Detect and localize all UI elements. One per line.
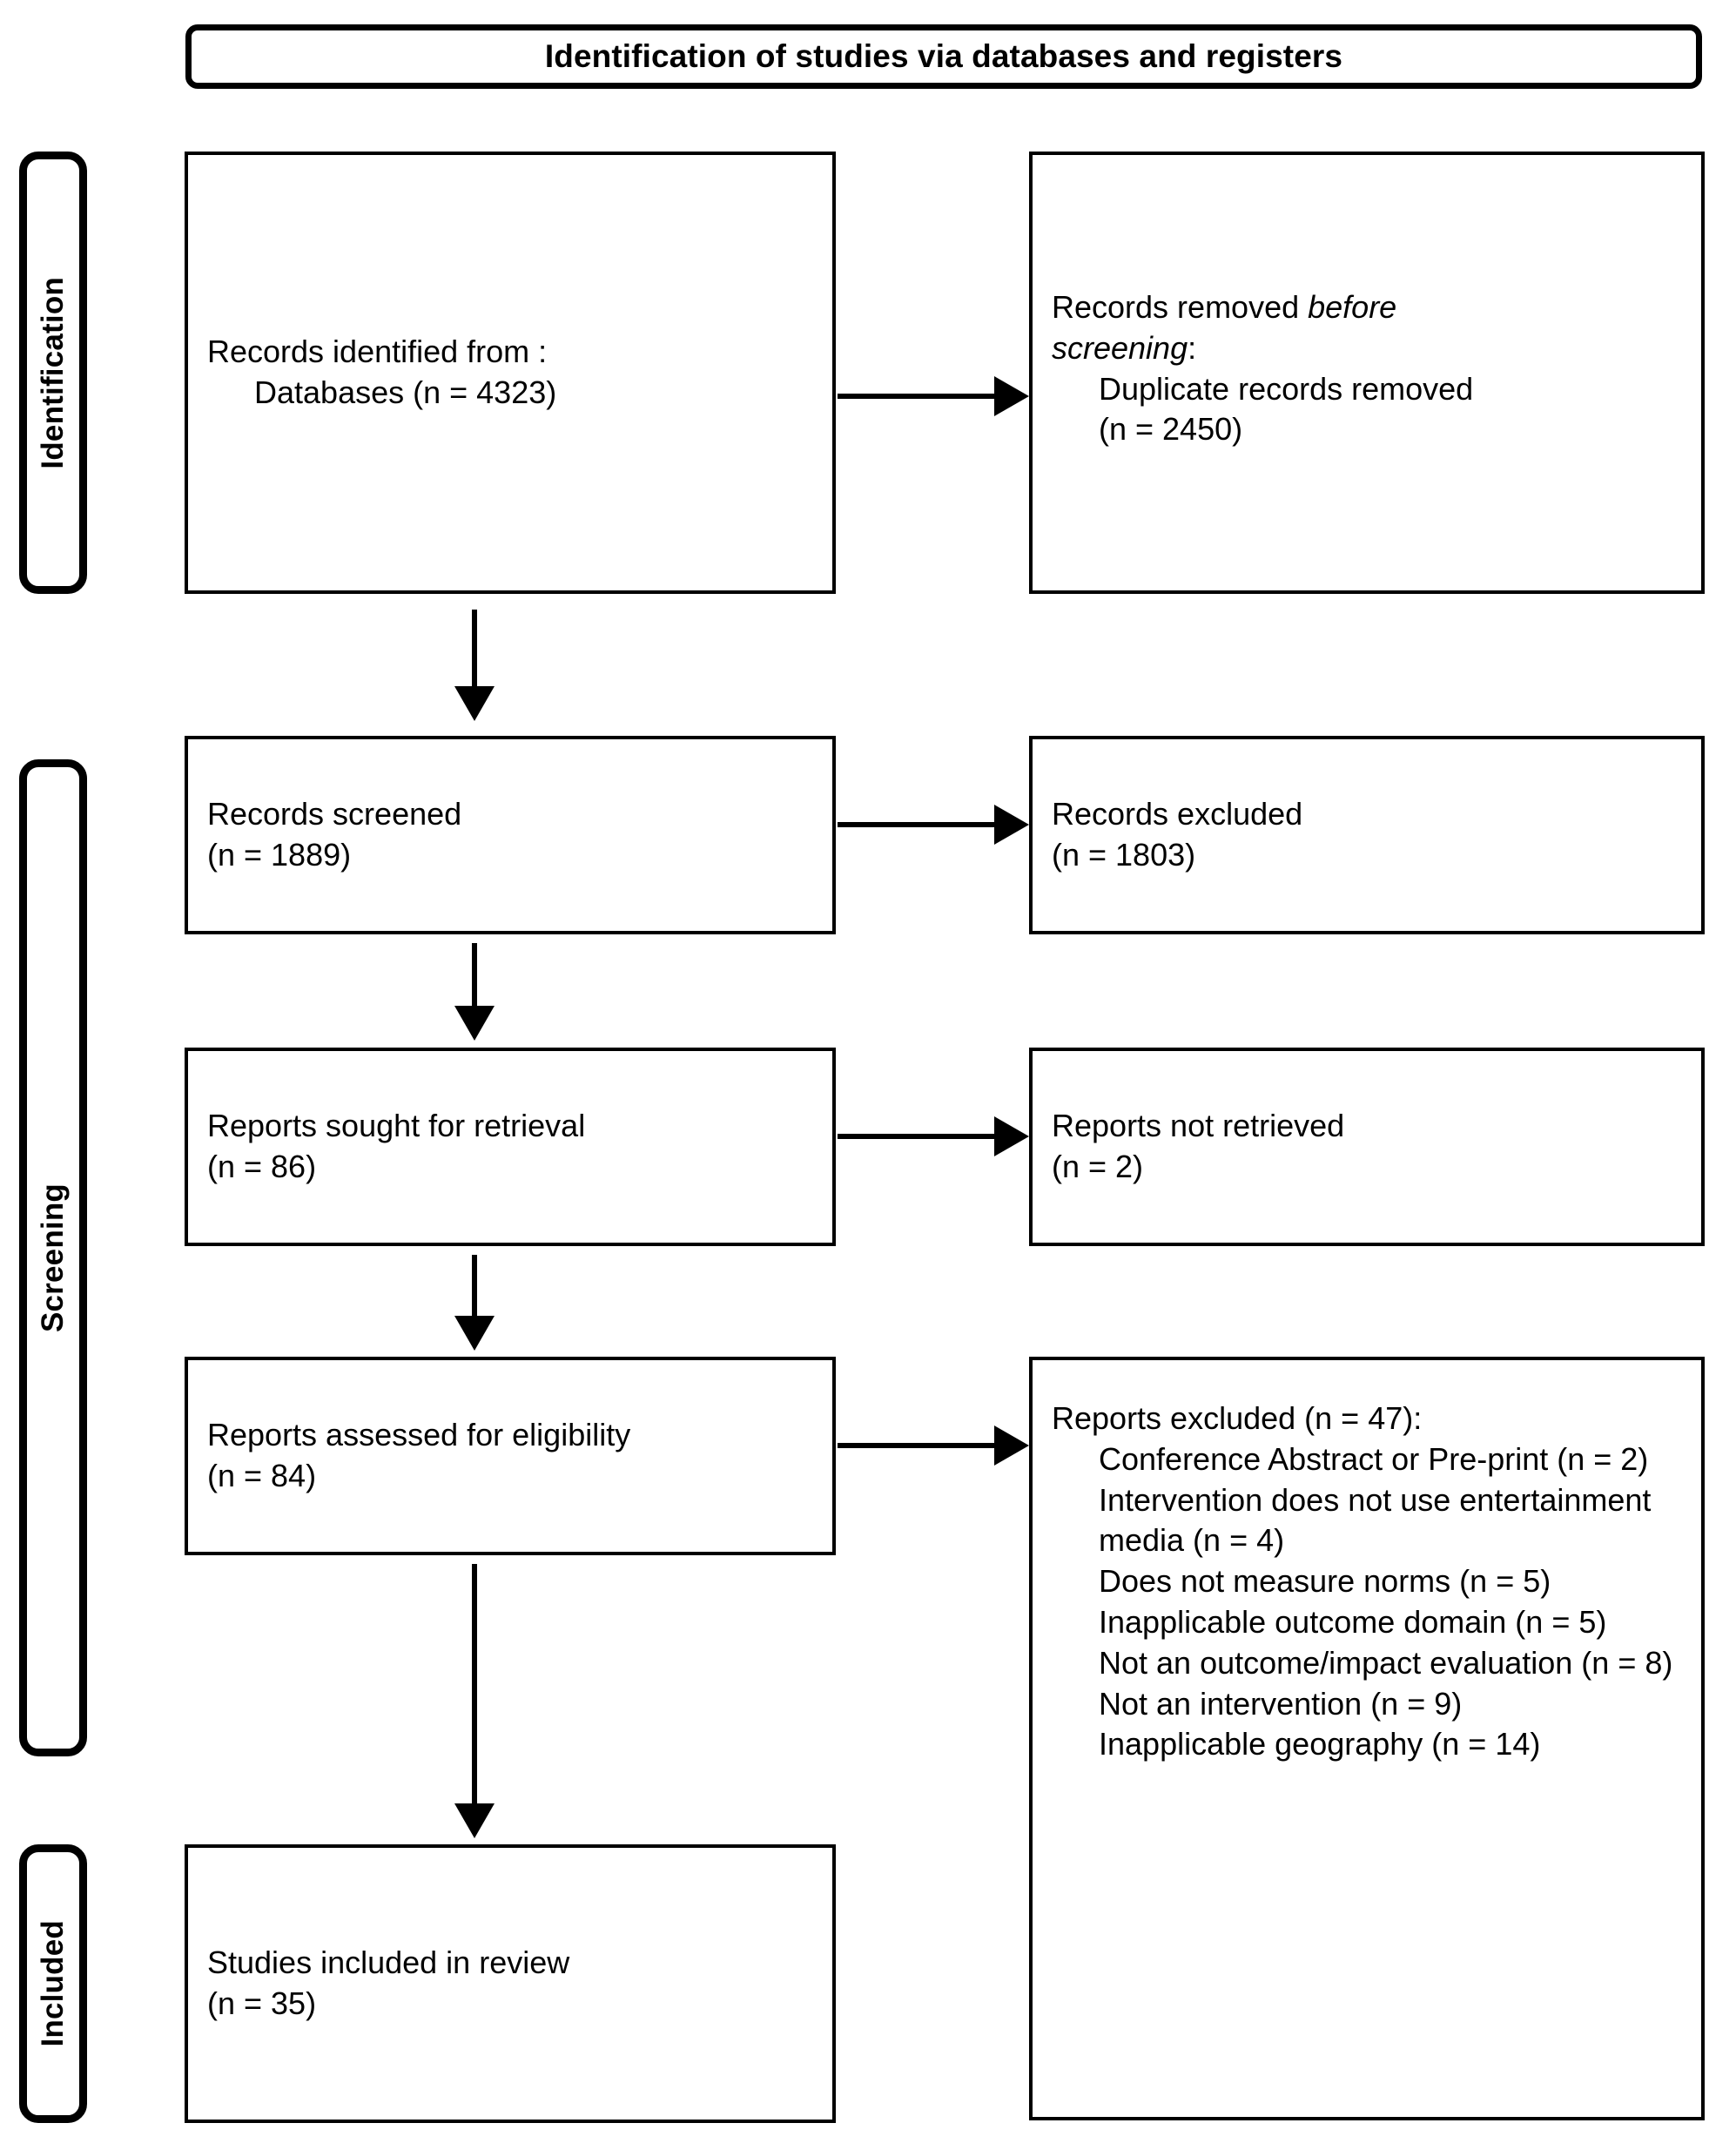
reports-assessed-line2: (n = 84) <box>207 1458 317 1493</box>
arrow-head-down-icon <box>454 686 495 721</box>
arrow-head-right-icon <box>994 376 1029 416</box>
box-records-screened: Records screened (n = 1889) <box>185 736 836 934</box>
box-records-removed-before-screening: Records removed before screening: Duplic… <box>1029 152 1705 594</box>
reports-not-retrieved-line1: Reports not retrieved <box>1052 1108 1345 1144</box>
box-records-removed-text: Records removed before screening: Duplic… <box>1033 287 1701 450</box>
box-reports-excluded-with-reasons: Reports excluded (n = 47): Conference Ab… <box>1029 1357 1705 2120</box>
arrow-stem <box>838 1443 994 1448</box>
reports-excluded-reason: Intervention does not use entertainment … <box>1099 1481 1652 1559</box>
records-excluded-line2: (n = 1803) <box>1052 837 1196 873</box>
records-identified-line1: Records identified from : <box>207 334 548 370</box>
box-records-screened-text: Records screened (n = 1889) <box>188 794 832 876</box>
arrow-head-down-icon <box>454 1316 495 1351</box>
records-removed-line1-italic: before <box>1308 289 1397 325</box>
box-records-identified-text: Records identified from : Databases (n =… <box>188 332 832 414</box>
stage-label-identification: Identification <box>19 152 87 594</box>
stage-label-screening: Screening <box>19 759 87 1756</box>
arrow-head-right-icon <box>994 1116 1029 1156</box>
studies-included-line1: Studies included in review <box>207 1944 570 1981</box>
reports-sought-line1: Reports sought for retrieval <box>207 1108 586 1144</box>
arrow-stem <box>838 822 994 827</box>
diagram-title-banner: Identification of studies via databases … <box>185 24 1702 89</box>
box-reports-excluded-text: Reports excluded (n = 47): Conference Ab… <box>1033 1399 1701 1765</box>
records-removed-line2-plain: : <box>1188 329 1197 366</box>
reports-excluded-reason: Not an intervention (n = 9) <box>1099 1685 1463 1722</box>
reports-excluded-reason: Inapplicable outcome domain (n = 5) <box>1099 1603 1607 1640</box>
studies-included-line2: (n = 35) <box>207 1985 317 2021</box>
arrow-stem <box>838 1134 994 1139</box>
box-reports-sought-text: Reports sought for retrieval (n = 86) <box>188 1106 832 1188</box>
stage-label-screening-text: Screening <box>36 1183 70 1333</box>
reports-excluded-heading: Reports excluded (n = 47): <box>1052 1400 1423 1436</box>
records-removed-line1-plain: Records removed <box>1052 289 1309 325</box>
arrow-stem <box>472 1564 477 1803</box>
arrow-head-down-icon <box>454 1006 495 1041</box>
reports-assessed-line1: Reports assessed for eligibility <box>207 1417 631 1453</box>
stage-label-included-text: Included <box>36 1920 70 2047</box>
arrow-stem <box>472 1255 477 1316</box>
records-removed-line4: (n = 2450) <box>1099 411 1243 448</box>
box-records-excluded-text: Records excluded (n = 1803) <box>1033 794 1701 876</box>
box-records-excluded: Records excluded (n = 1803) <box>1029 736 1705 934</box>
box-studies-included-in-review: Studies included in review (n = 35) <box>185 1844 836 2123</box>
records-screened-line1: Records screened <box>207 796 462 832</box>
arrow-stem <box>838 394 994 399</box>
records-excluded-line1: Records excluded <box>1052 796 1303 832</box>
arrow-head-right-icon <box>994 805 1029 845</box>
box-reports-assessed-for-eligibility: Reports assessed for eligibility (n = 84… <box>185 1357 836 1555</box>
box-reports-not-retrieved: Reports not retrieved (n = 2) <box>1029 1048 1705 1246</box>
stage-label-included: Included <box>19 1844 87 2123</box>
box-records-identified: Records identified from : Databases (n =… <box>185 152 836 594</box>
arrow-stem <box>472 610 477 686</box>
reports-excluded-reason: Conference Abstract or Pre-print (n = 2) <box>1099 1440 1649 1477</box>
records-identified-line2: Databases (n = 4323) <box>254 374 557 410</box>
box-reports-assessed-text: Reports assessed for eligibility (n = 84… <box>188 1415 832 1497</box>
box-studies-included-text: Studies included in review (n = 35) <box>188 1943 832 2025</box>
arrow-head-down-icon <box>454 1803 495 1838</box>
records-removed-line3: Duplicate records removed <box>1099 370 1474 407</box>
reports-excluded-reason: Does not measure norms (n = 5) <box>1099 1563 1551 1600</box>
box-reports-sought-for-retrieval: Reports sought for retrieval (n = 86) <box>185 1048 836 1246</box>
arrow-stem <box>472 943 477 1006</box>
stage-label-identification-text: Identification <box>36 276 70 469</box>
reports-not-retrieved-line2: (n = 2) <box>1052 1149 1144 1184</box>
records-screened-line2: (n = 1889) <box>207 837 352 873</box>
diagram-title: Identification of studies via databases … <box>544 37 1343 74</box>
reports-excluded-reason: Inapplicable geography (n = 14) <box>1099 1726 1541 1762</box>
reports-sought-line2: (n = 86) <box>207 1149 317 1184</box>
records-removed-line2-italic: screening <box>1052 329 1188 366</box>
arrow-head-right-icon <box>994 1425 1029 1466</box>
box-reports-not-retrieved-text: Reports not retrieved (n = 2) <box>1033 1106 1701 1188</box>
reports-excluded-reason: Not an outcome/impact evaluation (n = 8) <box>1099 1644 1673 1681</box>
